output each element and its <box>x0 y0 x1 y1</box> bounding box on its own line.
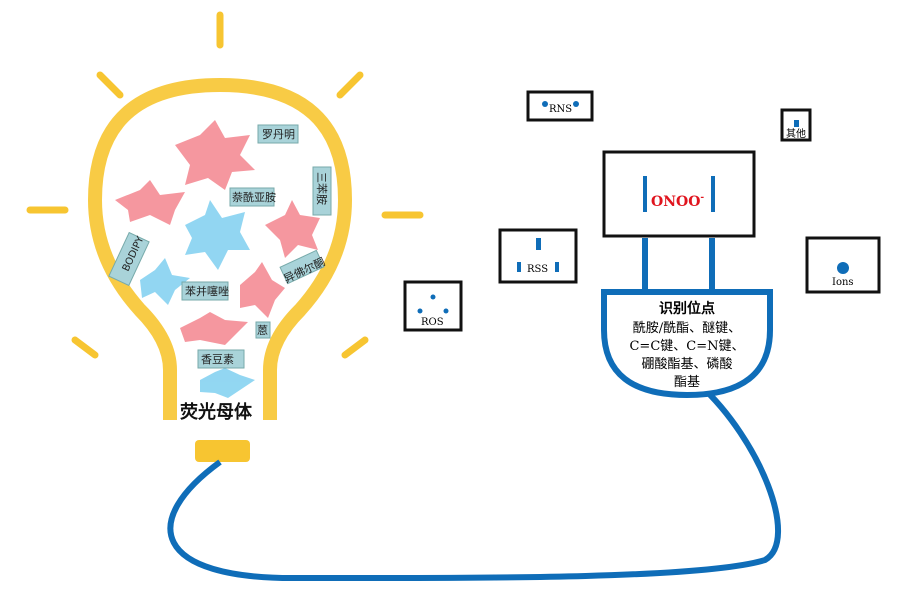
ions-label: Ions <box>832 277 854 288</box>
power-cord <box>167 382 782 582</box>
ros-socket <box>403 280 463 332</box>
rns-label: RNS <box>549 104 572 115</box>
label-naphthalimide: 萘酰亚胺 <box>232 190 276 204</box>
fluorophore-label-boxes <box>108 124 332 369</box>
rns-socket <box>526 90 594 122</box>
plug-body <box>601 289 773 399</box>
label-anthracene: 蒽 <box>257 324 268 337</box>
other-label: 其他 <box>786 127 806 140</box>
plug-line-1: 酰胺/酰酯、醚键、 <box>633 321 741 336</box>
bulb-outline <box>87 77 353 420</box>
fluorophore-bursts <box>115 120 320 398</box>
bulb-base <box>195 440 250 462</box>
plug-line-2: C=C键、C=N键、 <box>629 339 744 354</box>
plug-line-3: 硼酸酯基、磷酸 <box>641 357 732 372</box>
label-triphenylamine: 三苯胺 <box>315 172 329 205</box>
ros-label: ROS <box>421 317 444 328</box>
onoo-socket <box>602 150 756 238</box>
plug-title: 识别位点 <box>659 300 715 317</box>
bulb-title: 荧光母体 <box>180 401 253 423</box>
rss-label: RSS <box>527 264 548 275</box>
label-rhodamine: 罗丹明 <box>262 128 295 141</box>
plug-line-4: 酯基 <box>674 375 700 390</box>
light-rays <box>26 11 424 359</box>
label-coumarin: 香豆素 <box>201 353 234 366</box>
label-benzothiazole: 苯并噻唑 <box>185 284 229 298</box>
onoo-label: ONOO- <box>651 193 704 210</box>
